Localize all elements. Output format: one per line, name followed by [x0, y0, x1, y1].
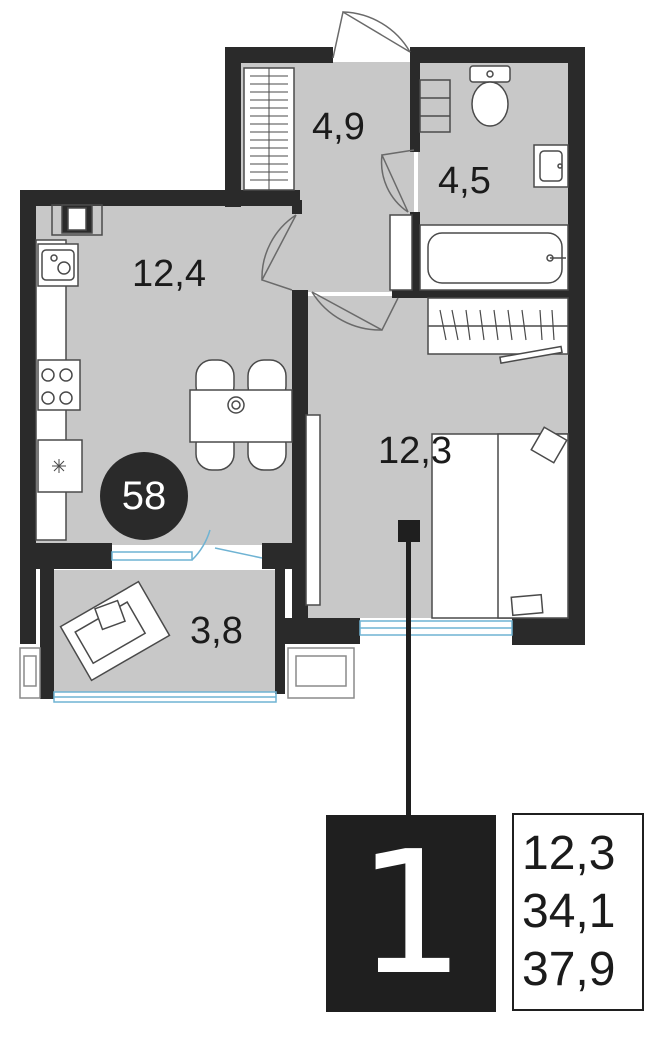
- fridge-icon: [37, 439, 83, 493]
- railings: [19, 647, 355, 699]
- towel-rack-icon: [419, 79, 451, 133]
- window-kitchen-loggia: [111, 551, 193, 561]
- kitchen-area-label: 12,4: [132, 253, 206, 295]
- walls: [20, 47, 585, 699]
- wall-bath-bottom: [392, 290, 568, 298]
- bedroom-furniture: [305, 297, 569, 619]
- dining-table: [189, 389, 293, 443]
- sink-icon: [533, 144, 569, 188]
- wall-kitchen-bottom-right: [262, 543, 308, 569]
- wall-bedroom-bottom-right: [512, 618, 585, 645]
- interior-doors: [260, 149, 415, 332]
- dining-set: [189, 359, 293, 471]
- leader: [398, 520, 420, 817]
- loggia-area-label: 3,8: [190, 610, 243, 652]
- rooms-count: 1: [356, 814, 466, 1013]
- entrance-door: [332, 10, 411, 59]
- area-with-loggia-value: 37,9: [522, 943, 616, 996]
- wall-hall-left: [225, 47, 241, 207]
- toilet-icon: [469, 65, 511, 127]
- wall-kitchen-bottom-left: [20, 543, 112, 569]
- living-area-value: 12,3: [522, 827, 616, 880]
- wall-outer-left: [20, 190, 36, 545]
- wall-loggia-right: [275, 569, 285, 694]
- wall-kitchen-bedroom-top: [292, 200, 302, 214]
- wall-top-left: [225, 47, 333, 63]
- areas-summary-box: 12,3 34,1 37,9: [512, 813, 644, 1011]
- rooms-count-box: 1: [326, 815, 496, 1012]
- wall-outer-right: [568, 47, 585, 645]
- wall-kitchen-bedroom: [292, 290, 308, 620]
- kitchen-fixtures: [35, 204, 103, 541]
- stove-icon: [37, 359, 81, 411]
- leader-line: [406, 542, 411, 817]
- armchair-icon: [59, 580, 171, 682]
- windows: [53, 529, 513, 703]
- hall-area-label: 4,9: [312, 106, 365, 148]
- tv-stand: [305, 414, 321, 606]
- total-area-value: 34,1: [522, 885, 616, 938]
- wall-hall-bath: [410, 47, 420, 152]
- kitchen-sink-icon: [37, 243, 79, 287]
- leader-marker: [398, 520, 420, 542]
- wall-hall-bath-low: [410, 212, 420, 298]
- bathtub-icon: [419, 224, 569, 291]
- bathroom-area-label: 4,5: [438, 160, 491, 202]
- wall-loggia-left: [40, 569, 54, 699]
- wall-kitchen-top: [20, 190, 300, 206]
- bathroom-fixtures: [389, 65, 569, 291]
- wall-top-right: [410, 47, 585, 63]
- wall-bedroom-bottom-left: [275, 618, 360, 644]
- hall-radiator: [243, 67, 295, 191]
- bedroom-area-label: 12,3: [378, 430, 452, 472]
- wall-stub-left: [20, 569, 36, 644]
- apartment-number-badge: 58: [100, 452, 188, 540]
